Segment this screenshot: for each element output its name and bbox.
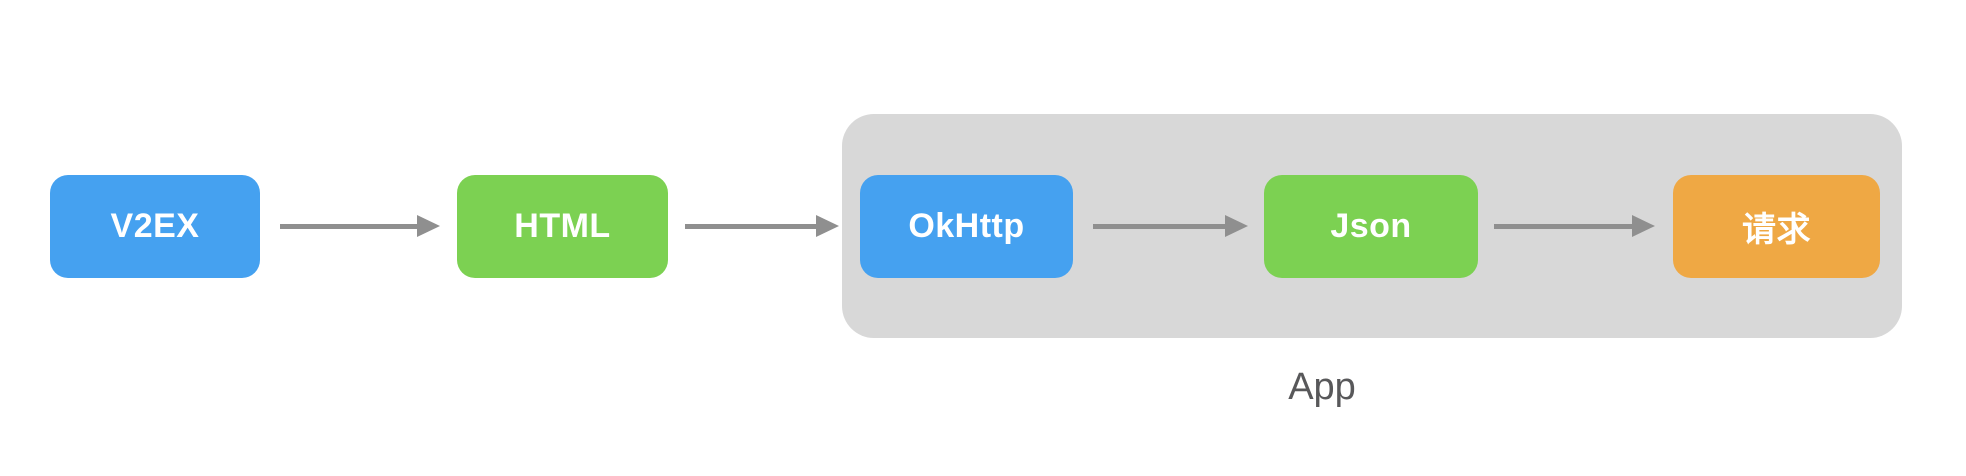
- node-v2ex-label: V2EX: [110, 207, 200, 245]
- arrow-v2ex-to-html: [280, 214, 440, 238]
- node-json-label: Json: [1330, 207, 1412, 245]
- node-json: Json: [1264, 175, 1478, 278]
- arrow-shaft: [1494, 223, 1635, 229]
- node-request-label: 请求: [1742, 211, 1811, 249]
- arrow-okhttp-to-json: [1093, 214, 1248, 238]
- arrow-head-icon: [816, 215, 839, 237]
- arrow-head-icon: [417, 215, 440, 237]
- node-html: HTML: [457, 175, 668, 278]
- node-request: 请求: [1673, 175, 1880, 278]
- arrow-json-to-request: [1494, 214, 1655, 238]
- arrow-shaft: [1093, 223, 1228, 229]
- app-group-label: App: [1288, 366, 1356, 408]
- node-okhttp: OkHttp: [860, 175, 1073, 278]
- node-html-label: HTML: [514, 207, 611, 245]
- arrow-shaft: [280, 223, 420, 229]
- arrow-head-icon: [1632, 215, 1655, 237]
- arrow-html-to-okhttp: [685, 214, 839, 238]
- node-v2ex: V2EX: [50, 175, 260, 278]
- node-okhttp-label: OkHttp: [908, 207, 1025, 245]
- arrow-head-icon: [1225, 215, 1248, 237]
- arrow-shaft: [685, 223, 819, 229]
